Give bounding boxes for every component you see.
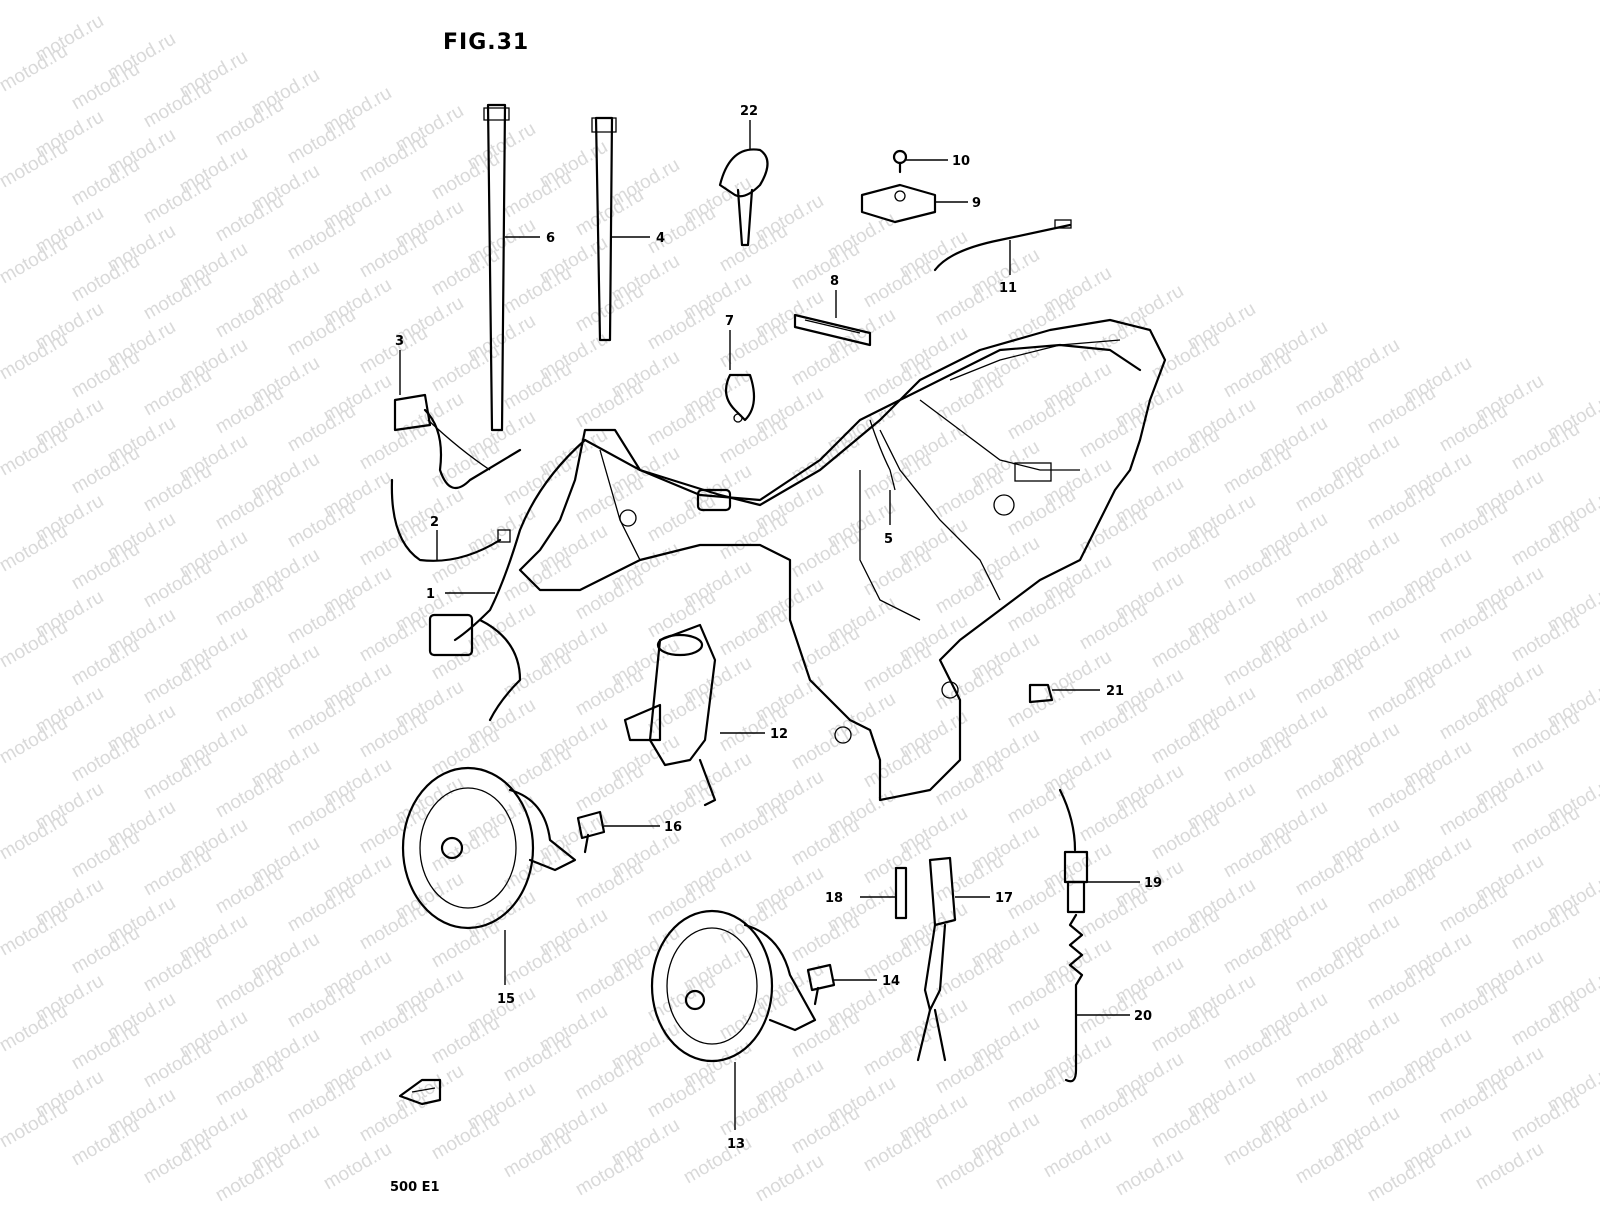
callout-20: 20 (1134, 1009, 1152, 1024)
callout-17: 17 (995, 891, 1013, 906)
part-14-bolt: 14 (806, 963, 900, 1006)
part-5-wire-guide: 5 (869, 419, 896, 547)
callout-19: 19 (1144, 876, 1162, 891)
callout-14: 14 (882, 974, 900, 989)
front-direction-arrow (398, 1078, 442, 1106)
part-13-horn: 13 (650, 909, 817, 1152)
callout-21: 21 (1106, 684, 1124, 699)
part-7-clamp: 7 (724, 314, 756, 423)
callout-8: 8 (830, 274, 839, 289)
callout-6: 6 (546, 231, 555, 246)
part-21-cap: 21 (1028, 683, 1124, 704)
callout-18: 18 (825, 891, 843, 906)
figure-title: FIG.31 (443, 30, 530, 55)
part-2-lead-wire: 2 (390, 478, 511, 562)
callout-12: 12 (770, 727, 788, 742)
callout-15: 15 (497, 992, 515, 1007)
part-20-spring: 20 (1064, 913, 1152, 1083)
part-6-long-strap: 6 (483, 103, 555, 432)
callout-22: 22 (740, 104, 758, 119)
part-3-sub-harness: 3 (393, 334, 522, 490)
frame (518, 318, 1167, 802)
callout-3: 3 (395, 334, 404, 349)
callout-11: 11 (999, 281, 1017, 296)
part-11-wire: 11 (933, 219, 1072, 296)
part-16-bolt: 16 (576, 810, 682, 854)
callout-4: 4 (656, 231, 665, 246)
callout-16: 16 (664, 820, 682, 835)
part-10-bolt: 10 (892, 149, 970, 174)
callout-5: 5 (884, 532, 893, 547)
part-15-horn: 15 (401, 766, 577, 1007)
part-17-fuse-holder: 17 (916, 856, 1013, 1062)
part-19-brake-switch: 19 (1058, 788, 1162, 914)
part-18-fuse: 18 (825, 866, 908, 920)
part-4-strap: 4 (591, 116, 665, 342)
callout-10: 10 (952, 154, 970, 169)
part-8-bracket: 8 (793, 274, 872, 347)
part-12-ignition-switch: 12 (623, 623, 788, 807)
part-1-wiring-harness: 1 (426, 438, 587, 722)
callout-13: 13 (727, 1137, 745, 1152)
part-22-key: 22 (718, 104, 769, 247)
part-9-plate: 9 (860, 183, 981, 224)
callout-1: 1 (426, 587, 435, 602)
callout-9: 9 (972, 196, 981, 211)
callout-7: 7 (725, 314, 734, 329)
callout-2: 2 (430, 515, 439, 530)
model-code: 500 E1 (390, 1180, 440, 1195)
